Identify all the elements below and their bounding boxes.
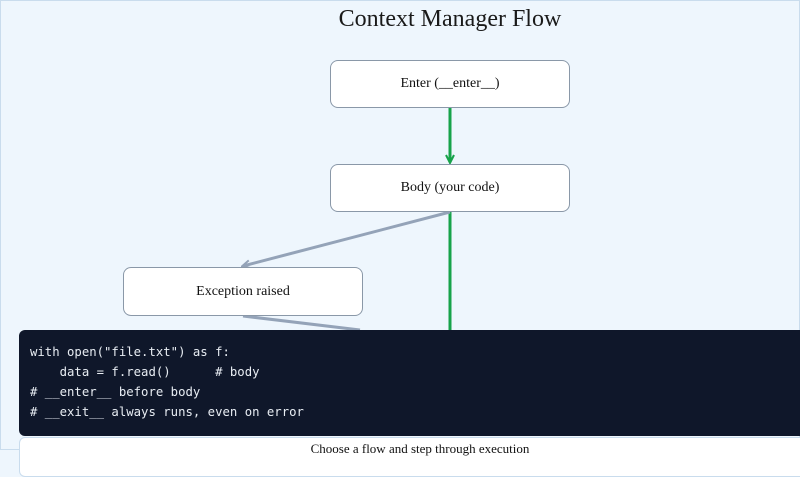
enter-node-label: Enter (__enter__) [400, 76, 500, 91]
body-node[interactable]: Body (your code) [330, 164, 570, 212]
code-line: with open("file.txt") as f: [30, 345, 230, 359]
body-node-label: Body (your code) [400, 180, 500, 195]
enter-node[interactable]: Enter (__enter__) [330, 60, 570, 108]
code-line: # __exit__ always runs, even on error [30, 405, 304, 419]
exception-node[interactable]: Exception raised [123, 267, 363, 316]
code-line: data = f.read() # body [30, 365, 260, 379]
edge-exception-to-exit [242, 314, 361, 332]
controls-panel: Choose a flow and step through execution [19, 437, 800, 477]
exception-node-label: Exception raised [196, 283, 290, 299]
page-title: Context Manager Flow [338, 6, 562, 32]
controls-caption: Choose a flow and step through execution [310, 441, 530, 456]
flow-diagram [0, 108, 800, 332]
code-panel: with open("file.txt") as f: data = f.rea… [19, 330, 800, 436]
edge-body-to-exception [243, 210, 451, 266]
code-line: # __enter__ before body [30, 385, 201, 399]
